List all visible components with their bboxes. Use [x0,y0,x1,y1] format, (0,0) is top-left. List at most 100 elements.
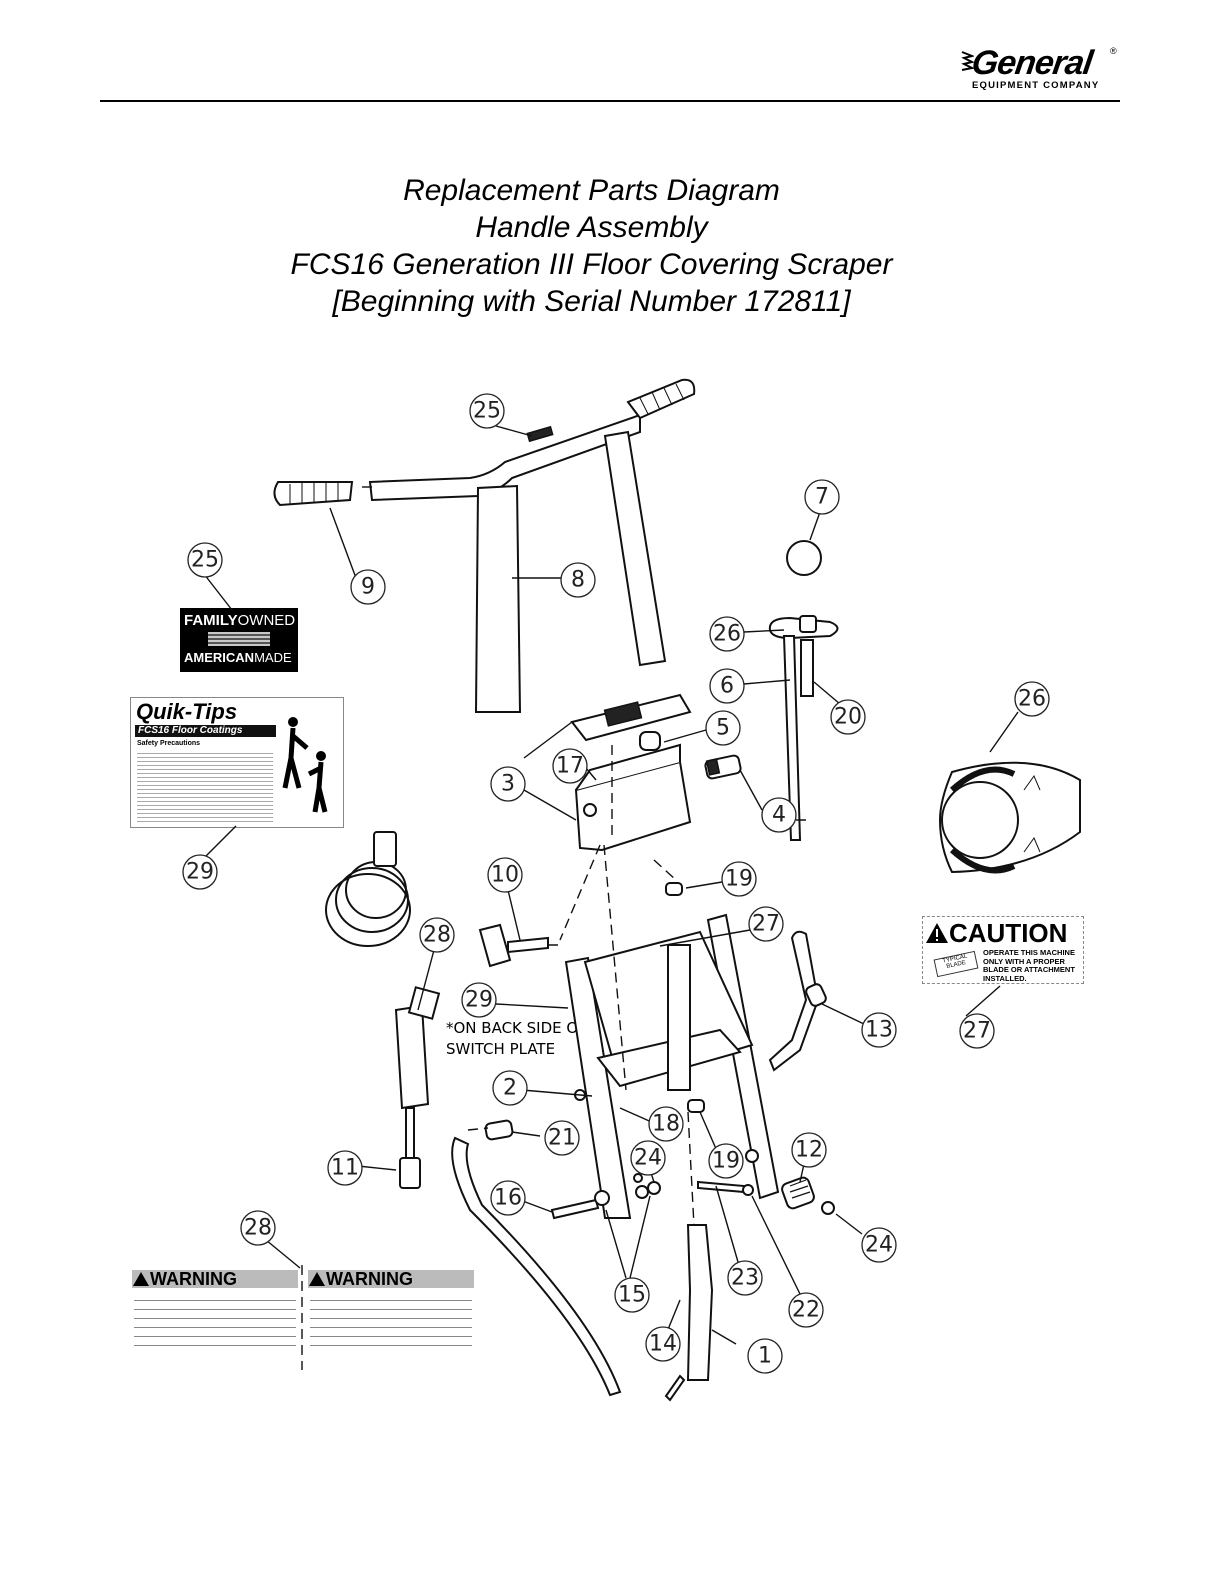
svg-text:9: 9 [361,575,375,600]
logo-mark-icon [961,51,974,71]
shaft-1 [664,1224,714,1402]
callout-19b: 19 [708,1143,744,1179]
callout-2: 2 [492,1070,528,1106]
nut-21 [484,1119,514,1141]
svg-text:17: 17 [556,754,584,779]
callout-9: 9 [350,569,386,605]
switch-box-lid [570,693,692,742]
callout-14: 14 [645,1326,681,1362]
callout-18: 18 [648,1106,684,1142]
callout-15: 15 [614,1277,650,1313]
header-rule [100,100,1120,102]
svg-text:10: 10 [491,863,519,888]
cable-sheath [451,1136,622,1397]
svg-text:26: 26 [713,622,741,647]
switch-box [574,743,692,852]
svg-text:21: 21 [548,1126,576,1151]
callout-5: 5 [705,710,741,746]
warning-triangle-icon [133,1272,149,1286]
callout-12: 12 [791,1132,827,1168]
logo-registered: ® [1110,46,1117,56]
svg-text:3: 3 [501,772,515,797]
svg-text:6: 6 [720,674,734,699]
title-line-2: Handle Assembly [475,211,708,244]
callout-29a: 29 [182,854,218,890]
nut-24 [821,1201,835,1215]
warning-triangle-icon [309,1272,325,1286]
warning-body-lines [310,1292,472,1350]
caution-heading: CAUTION [925,919,1079,947]
callout-7: 7 [804,479,840,515]
guard-decal-26 [938,761,1081,874]
quik-tips-decal: Quik-Tips FCS16 Floor Coatings Scraper S… [130,697,344,828]
svg-text:29: 29 [186,860,214,885]
company-logo: General ® EQUIPMENT COMPANY [960,44,1120,94]
svg-text:8: 8 [571,568,585,593]
svg-text:19: 19 [712,1149,740,1174]
svg-text:20: 20 [834,705,862,730]
knob-ball [786,540,822,576]
family-owned-text: FAMILYOWNED [184,612,296,629]
bolt-20 [800,639,814,697]
spring-12 [781,1176,815,1210]
bracket-26 [768,615,839,640]
quik-tips-body-lines [137,750,273,822]
callout-21: 21 [544,1120,580,1156]
callout-17: 17 [552,748,588,784]
svg-text:13: 13 [865,1018,893,1043]
svg-text:14: 14 [649,1332,677,1357]
callout-1: 1 [747,1338,783,1374]
quik-tips-subheading: FCS16 Floor Coatings Scraper [135,725,276,748]
callout-8: 8 [560,562,596,598]
callout-27a: 27 [748,906,784,942]
operator-figure-icon [282,717,328,813]
callout-29b: 29 [461,982,497,1018]
warning-heading-right: WARNING [308,1270,474,1288]
callout-6: 6 [709,668,745,704]
callout-25a: 25 [469,393,505,429]
callout-19a: 19 [721,861,757,897]
family-owned-decal: FAMILYOWNED AMERICANMADE [180,608,298,672]
svg-text:22: 22 [792,1298,820,1323]
svg-text:1: 1 [758,1344,772,1369]
svg-text:24: 24 [865,1233,893,1258]
callout-24b: 24 [861,1227,897,1263]
bolt-23 [697,1180,754,1196]
callout-11: 11 [327,1150,363,1186]
title-line-1: Replacement Parts Diagram [403,174,780,207]
svg-text:18: 18 [652,1112,680,1137]
warning-decal-right: WARNING [306,1268,476,1356]
lever-13 [768,930,827,1072]
svg-text:16: 16 [494,1186,522,1211]
caution-decal: CAUTION TYPICAL BLADE OPERATE THIS MACHI… [922,916,1084,984]
warning-heading-left: WARNING [132,1270,298,1288]
svg-text:27: 27 [752,912,780,937]
flag-icon [208,632,270,646]
american-made-text: AMERICANMADE [184,650,292,665]
callout-25b: 25 [187,542,223,578]
svg-text:19: 19 [725,867,753,892]
svg-text:26: 26 [1018,687,1046,712]
callout-10: 10 [487,857,523,893]
svg-text:11: 11 [331,1156,359,1181]
callout-16: 16 [490,1180,526,1216]
svg-text:25: 25 [473,399,501,424]
quik-tips-section: Safety Precautions [137,740,201,747]
callout-28b: 28 [240,1210,276,1246]
title-line-4: [Beginning with Serial Number 172811] [332,285,851,318]
rod-6 [782,635,802,841]
svg-text:28: 28 [423,923,451,948]
callout-24a: 24 [630,1140,666,1176]
svg-text:27: 27 [963,1019,991,1044]
callout-26b: 26 [1014,681,1050,717]
svg-text:5: 5 [716,716,730,741]
frame [564,913,780,1219]
svg-text:12: 12 [795,1138,823,1163]
callout-26a: 26 [709,616,745,652]
quik-tips-heading: Quik-Tips [136,699,238,724]
callout-4: 4 [761,797,797,833]
title-line-3: FCS16 Generation III Floor Covering Scra… [290,248,893,281]
grommet-19-top [665,882,683,896]
